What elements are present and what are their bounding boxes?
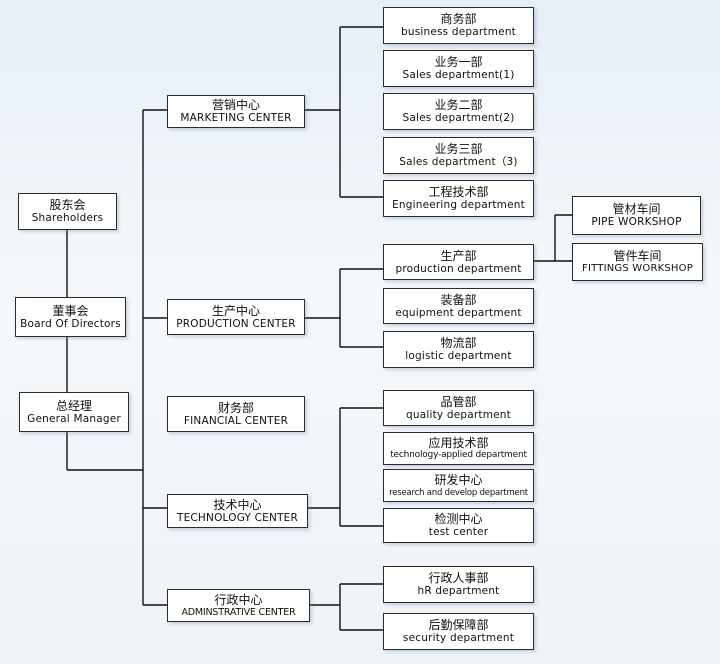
node-title-zh: 股东会 <box>49 198 86 212</box>
node-title-en: Engineering department <box>392 199 525 212</box>
node-title-en: MARKETING CENTER <box>180 112 292 125</box>
node-production-dept: 生产部 production department <box>383 244 534 280</box>
node-title-en: research and develop department <box>389 487 528 498</box>
node-title-en: production department <box>395 262 522 275</box>
node-logistic-dept: 物流部 logistic department <box>383 331 534 368</box>
node-title-zh: 业务三部 <box>434 142 483 156</box>
node-title-en: test center <box>428 526 489 539</box>
node-title-en: technology-applied department <box>390 450 527 461</box>
node-financial-center: 财务部 FINANCIAL CENTER <box>167 396 305 432</box>
node-business-dept: 商务部 business department <box>383 7 534 44</box>
node-title-zh: 行政人事部 <box>428 571 489 585</box>
node-production-center: 生产中心 PRODUCTION CENTER <box>167 299 305 335</box>
node-equipment-dept: 装备部 equipment department <box>383 288 534 324</box>
node-technology-center: 技术中心 TECHNOLOGY CENTER <box>167 494 308 528</box>
node-board: 董事会 Board Of Directors <box>15 297 126 337</box>
node-title-zh: 董事会 <box>52 303 89 318</box>
node-title-zh: 后勤保障部 <box>428 618 489 632</box>
node-sales-3: 业务三部 Sales department（3) <box>383 137 534 174</box>
node-title-en: Sales department（3) <box>399 156 518 169</box>
node-title-en: Sales department(1) <box>402 69 515 82</box>
node-title-zh: 应用技术部 <box>428 435 489 450</box>
node-title-en: FITTINGS WORKSHOP <box>582 263 693 275</box>
node-title-en: General Manager <box>27 412 121 425</box>
node-title-zh: 管材车间 <box>612 202 661 216</box>
node-sales-2: 业务二部 Sales department(2) <box>383 93 534 130</box>
node-hr-dept: 行政人事部 hR department <box>383 566 534 603</box>
node-title-zh: 生产部 <box>440 248 477 263</box>
node-title-zh: 技术中心 <box>213 497 262 512</box>
node-title-zh: 品管部 <box>440 394 477 409</box>
node-title-en: business department <box>400 26 517 39</box>
node-title-zh: 行政中心 <box>214 592 263 607</box>
node-title-zh: 研发中心 <box>434 473 483 488</box>
node-title-zh: 生产中心 <box>211 303 260 318</box>
node-title-en: ADMINSTRATIVE CENTER <box>181 607 296 618</box>
node-title-zh: 营销中心 <box>211 98 260 112</box>
node-general-manager: 总经理 General Manager <box>19 392 129 432</box>
node-tech-applied-dept: 应用技术部 technology-applied department <box>383 432 534 465</box>
node-title-en: equipment department <box>395 306 522 319</box>
node-title-en: PRODUCTION CENTER <box>176 317 296 330</box>
node-title-en: PIPE WORKSHOP <box>591 216 682 229</box>
node-fittings-workshop: 管件车间 FITTINGS WORKSHOP <box>572 243 703 281</box>
node-administrative-center: 行政中心 ADMINSTRATIVE CENTER <box>167 589 310 622</box>
node-title-zh: 管件车间 <box>613 248 662 263</box>
node-title-en: Shareholders <box>31 212 104 225</box>
node-security-dept: 后勤保障部 security department <box>383 613 534 650</box>
node-title-zh: 检测中心 <box>434 512 483 526</box>
node-title-zh: 业务一部 <box>434 55 483 69</box>
node-research-dept: 研发中心 research and develop department <box>383 469 534 502</box>
node-sales-1: 业务一部 Sales department(1) <box>383 50 534 87</box>
node-title-en: TECHNOLOGY CENTER <box>176 511 299 524</box>
node-title-en: hR department <box>417 585 500 598</box>
node-shareholders: 股东会 Shareholders <box>18 193 117 230</box>
node-title-zh: 业务二部 <box>434 98 483 112</box>
node-engineering-dept: 工程技术部 Engineering department <box>383 180 534 217</box>
node-title-en: security department <box>402 632 515 645</box>
node-title-zh: 商务部 <box>440 12 477 26</box>
node-pipe-workshop: 管材车间 PIPE WORKSHOP <box>572 196 701 235</box>
node-title-en: logistic department <box>405 350 512 363</box>
node-title-en: FINANCIAL CENTER <box>183 414 289 427</box>
node-marketing-center: 营销中心 MARKETING CENTER <box>167 95 305 128</box>
node-title-en: quality department <box>406 408 511 421</box>
node-title-en: Board Of Directors <box>20 317 121 330</box>
node-title-zh: 物流部 <box>440 336 477 350</box>
node-title-zh: 工程技术部 <box>428 185 489 199</box>
node-title-en: Sales department(2) <box>402 112 515 125</box>
node-test-center: 检测中心 test center <box>383 508 534 543</box>
node-title-zh: 总经理 <box>55 398 92 413</box>
node-quality-dept: 品管部 quality department <box>383 390 534 426</box>
node-title-zh: 财务部 <box>217 400 254 415</box>
node-title-zh: 装备部 <box>440 292 477 307</box>
